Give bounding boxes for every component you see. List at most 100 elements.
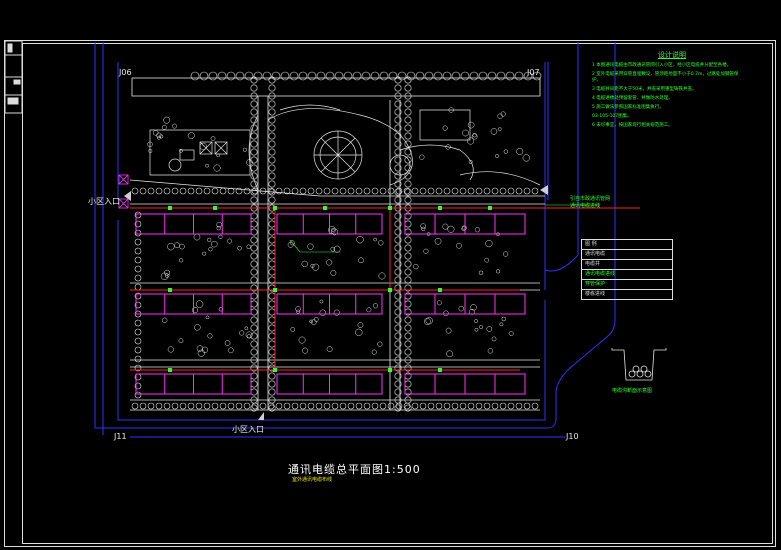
tree — [251, 402, 259, 410]
tree — [404, 172, 412, 180]
tree — [387, 187, 395, 195]
shrub — [179, 243, 185, 250]
tree — [394, 356, 402, 364]
tree — [187, 187, 195, 195]
shrub — [167, 242, 175, 251]
cable-wells — [168, 206, 492, 372]
shrub — [242, 147, 247, 152]
tree — [134, 337, 142, 345]
tree — [275, 402, 283, 410]
tree — [134, 220, 142, 228]
shrub — [467, 137, 475, 145]
west-entrance-label: 小区入口 — [88, 197, 120, 206]
cable-well-marker — [438, 368, 442, 372]
shrub — [456, 242, 462, 249]
tree — [250, 244, 258, 252]
shrub — [312, 263, 320, 271]
tree — [243, 187, 251, 195]
tree — [394, 124, 402, 132]
shrub — [486, 326, 493, 332]
tree — [532, 71, 542, 81]
tree — [404, 180, 412, 188]
shrub — [501, 316, 507, 322]
road-network — [129, 77, 545, 411]
tree — [363, 402, 371, 410]
tree — [394, 340, 402, 348]
tree — [507, 402, 515, 410]
tree — [397, 71, 407, 81]
corner-label-bottom-left: J11 — [114, 432, 127, 441]
shrub — [423, 318, 431, 325]
tree — [394, 300, 402, 308]
tree — [268, 332, 276, 340]
tree — [443, 402, 451, 410]
shrub — [434, 237, 442, 245]
drawing-title: 通讯电缆总平面图1:500 — [288, 463, 421, 476]
tree — [531, 187, 539, 195]
tree — [404, 268, 412, 276]
tree — [505, 71, 515, 81]
legend-heading: 图 例 — [582, 240, 672, 250]
tree — [259, 187, 267, 195]
tree — [451, 71, 461, 81]
tree — [496, 71, 506, 81]
shrub — [196, 345, 204, 352]
tree — [134, 238, 142, 246]
tree — [404, 100, 412, 108]
legend-row: 电缆井 — [582, 260, 672, 270]
tree — [199, 71, 209, 81]
tree — [387, 402, 395, 410]
shrub — [193, 233, 201, 241]
tree — [250, 196, 258, 204]
shrub — [442, 223, 449, 230]
outer-frame — [4, 40, 776, 547]
shrub — [377, 341, 383, 347]
tree — [404, 244, 412, 252]
tree — [267, 402, 275, 410]
shrub — [446, 350, 454, 358]
tree — [483, 187, 491, 195]
tree — [487, 71, 497, 81]
shrub — [191, 307, 199, 314]
shrub — [159, 134, 164, 139]
tree — [268, 244, 276, 252]
tree — [499, 187, 507, 195]
tree — [404, 260, 412, 268]
shrub — [474, 227, 480, 233]
tree — [419, 402, 427, 410]
cable-well-marker — [213, 206, 217, 210]
shrub — [330, 246, 336, 252]
tree — [134, 229, 142, 237]
tree — [268, 172, 276, 180]
cable-well-marker — [438, 288, 442, 292]
shrub-clusters — [147, 107, 530, 358]
shrub — [152, 130, 159, 136]
shrub — [246, 244, 251, 249]
tree — [134, 301, 142, 309]
tree — [139, 187, 147, 195]
tree — [307, 402, 315, 410]
tree — [404, 196, 412, 204]
tree — [433, 71, 443, 81]
shrub — [443, 310, 449, 317]
tree — [208, 71, 218, 81]
tree — [394, 164, 402, 172]
shrub — [358, 257, 364, 264]
tree — [235, 187, 243, 195]
tree — [483, 402, 491, 410]
tree — [268, 124, 276, 132]
cable-well-marker — [388, 206, 392, 210]
shrub — [326, 346, 333, 353]
tree — [243, 402, 251, 410]
tree — [394, 92, 402, 100]
tree — [250, 148, 258, 156]
cable-well-marker — [323, 206, 327, 210]
cable-well-marker — [388, 368, 392, 372]
shrub — [207, 237, 212, 242]
red-x-boxes — [118, 174, 129, 209]
shrub — [330, 228, 335, 232]
tree — [187, 402, 195, 410]
tree — [491, 402, 499, 410]
tree — [394, 308, 402, 316]
tree — [404, 276, 412, 284]
